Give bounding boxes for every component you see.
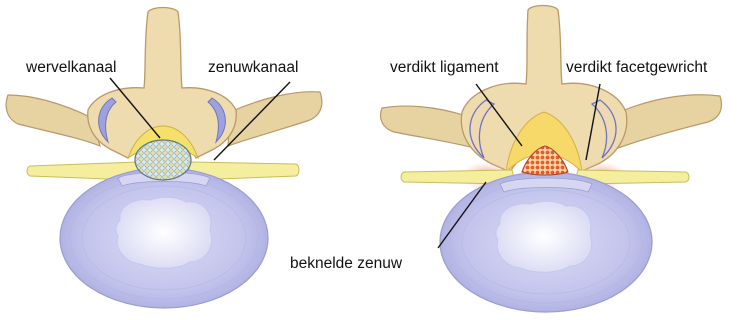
disc-nucleus-stenosis (496, 201, 592, 272)
spinal-cord-normal (135, 140, 191, 180)
label-thickened-ligament: verdikt ligament (390, 60, 499, 76)
label-nerve-canal: zenuwkanaal (208, 60, 298, 76)
disc-nucleus (116, 197, 212, 268)
stenosis-vertebra (381, 6, 722, 313)
right-transverse-process-stenosis (618, 95, 722, 148)
normal-vertebra (6, 8, 322, 309)
label-pinched-nerve: beknelde zenuw (290, 256, 402, 272)
right-transverse-process (228, 92, 322, 146)
label-thickened-facet-joint: verdikt facetgewricht (566, 60, 707, 76)
label-spinal-canal: wervelkanaal (26, 60, 116, 76)
left-transverse-process-stenosis (381, 106, 475, 148)
left-transverse-process (6, 95, 100, 146)
